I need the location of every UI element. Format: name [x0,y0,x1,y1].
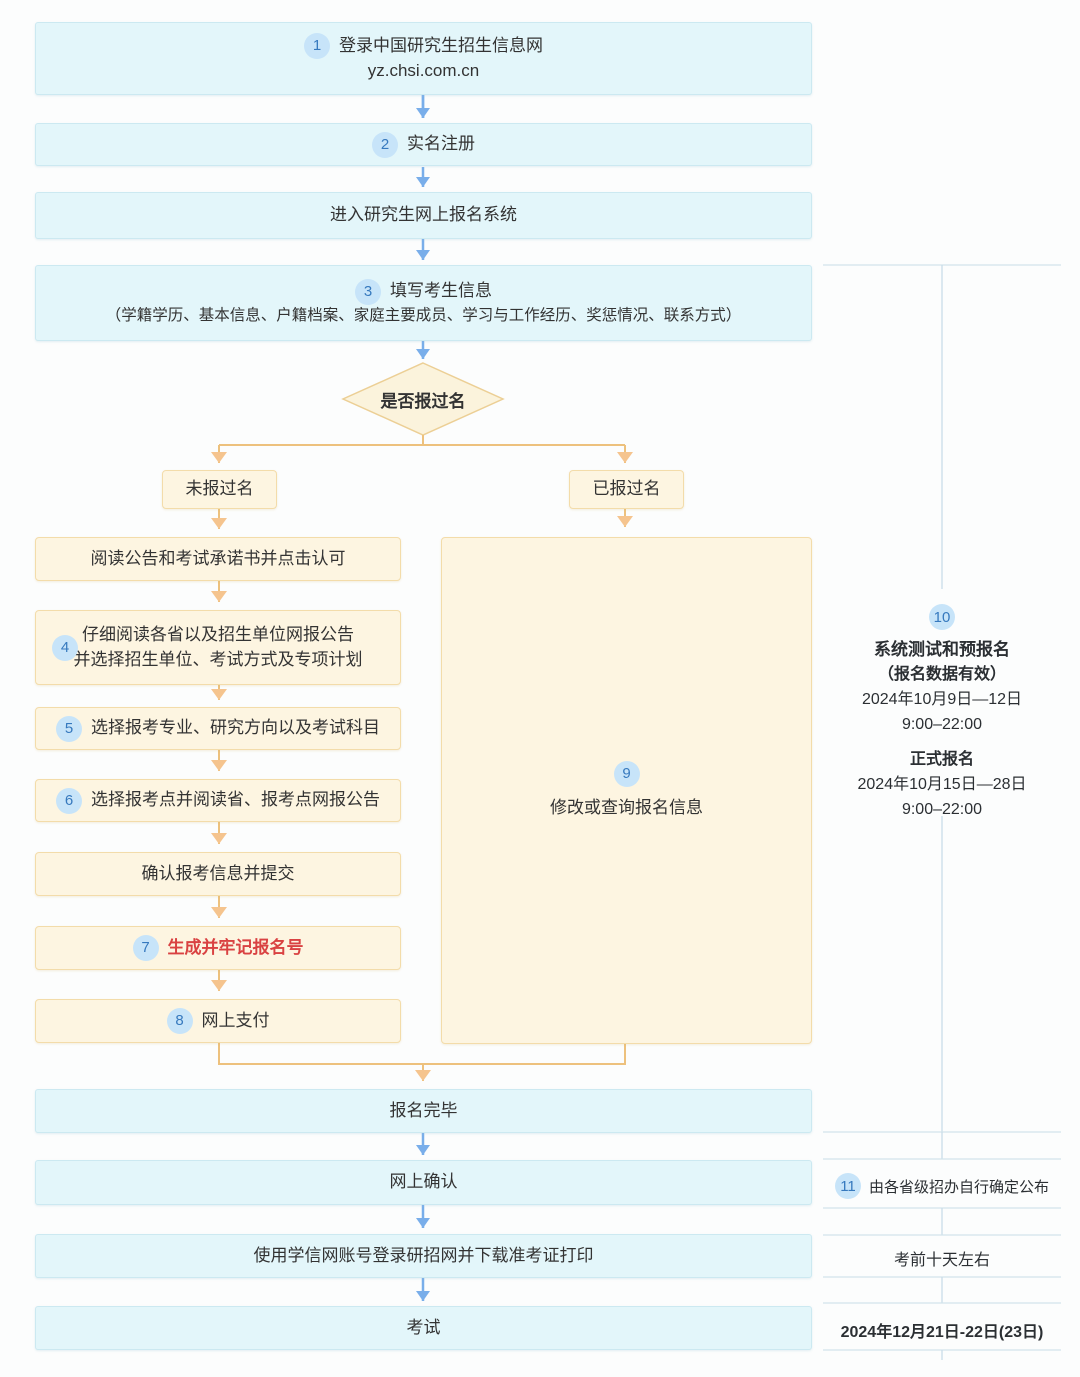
sidebar-step10-formal-date: 2024年10月15日—28日 [857,776,1027,793]
node-choose-major-label: 选择报考专业、研究方向以及考试科目 [91,718,380,738]
sidebar-step11-label: 由各省级招办自行确定公布 [868,1178,1049,1196]
node-login-site: 1 登录中国研究生招生信息网 yz.chsi.com.cn [35,22,812,95]
node-remember-id: 7 生成并牢记报名号 [35,926,401,970]
step-badge-8: 8 [166,1008,193,1034]
sidebar-step10-subtitle: （报名数据有效） [877,666,1006,683]
step-badge-7: 7 [132,935,159,961]
node-fill-info-detail: （学籍学历、基本信息、户籍档案、家庭主要成员、学习与工作经历、奖惩情况、联系方式… [105,306,742,324]
sidebar-exam-date: 2024年12月21日-22日(23日) [840,1324,1044,1341]
decision-registered-before: 是否报过名 [343,363,503,435]
sidebar-step10-title: 系统测试和预报名 [874,640,1010,659]
node-online-confirm: 网上确认 [35,1160,812,1205]
node-exam: 考试 [35,1306,812,1350]
node-online-pay-label: 网上支付 [201,1010,270,1030]
decision-label: 是否报过名 [380,391,466,411]
step-badge-11: 11 [834,1173,861,1199]
sidebar-step10-pre-date: 2024年10月9日—12日 [861,691,1023,708]
node-choose-major: 5 选择报考专业、研究方向以及考试科目 [35,707,401,750]
node-remember-id-label: 生成并牢记报名号 [167,937,304,957]
node-read-notice-label: 阅读公告和考试承诺书并点击认可 [90,548,346,568]
node-download-ticket-label: 使用学信网账号登录研招网并下载准考证打印 [253,1245,594,1265]
node-confirm-submit-label: 确认报考信息并提交 [141,863,295,883]
sidebar-step10-block: 10 系统测试和预报名 （报名数据有效） 2024年10月9日—12日 9:00… [812,604,1072,822]
node-choose-exam-site-label: 选择报考点并阅读省、报考点网报公告 [91,790,380,810]
step-badge-2: 2 [372,131,398,158]
sidebar-step11-row: 11 由各省级招办自行确定公布 [812,1169,1072,1203]
node-fill-info: 3 填写考生信息 （学籍学历、基本信息、户籍档案、家庭主要成员、学习与工作经历、… [35,265,812,341]
node-modify-query-label: 修改或查询报名信息 [550,797,703,817]
step-badge-6: 6 [56,787,82,814]
step-badge-9: 9 [613,760,640,787]
node-enter-system-label: 进入研究生网上报名系统 [330,205,517,225]
node-modify-query: 9 修改或查询报名信息 [441,537,812,1044]
sidebar-step10-pre-time: 9:00–22:00 [901,716,983,733]
node-read-province-notice-line2: 并选择招生单位、考试方式及专项计划 [73,649,363,669]
node-fill-info-label: 填写考生信息 [390,281,492,301]
node-read-notice: 阅读公告和考试承诺书并点击认可 [35,537,401,581]
node-registration-done: 报名完毕 [35,1089,812,1133]
node-exam-label: 考试 [406,1317,441,1337]
step-badge-5: 5 [56,715,82,742]
branch-not-registered-label: 未报过名 [185,479,254,499]
node-registration-done-label: 报名完毕 [389,1100,458,1120]
node-download-ticket: 使用学信网账号登录研招网并下载准考证打印 [35,1234,812,1278]
branch-registered: 已报过名 [569,470,684,509]
step-badge-4: 4 [52,634,78,661]
node-online-confirm-label: 网上确认 [389,1172,458,1192]
sidebar-confirm-time: 考前十天左右 [893,1252,990,1269]
node-enter-system: 进入研究生网上报名系统 [35,192,812,239]
node-real-name-register-label: 实名注册 [407,134,475,154]
branch-registered-label: 已报过名 [592,479,661,499]
step-badge-3: 3 [355,278,381,305]
step-badge-10: 10 [929,604,955,630]
node-choose-exam-site: 6 选择报考点并阅读省、报考点网报公告 [35,779,401,822]
node-real-name-register: 2 实名注册 [35,123,812,166]
step-badge-1: 1 [304,33,330,60]
node-login-site-url: yz.chsi.com.cn [367,61,480,81]
node-online-pay: 8 网上支付 [35,999,401,1043]
node-confirm-submit: 确认报考信息并提交 [35,852,401,896]
sidebar-step10-formal-title: 正式报名 [909,751,974,768]
branch-not-registered: 未报过名 [162,470,277,509]
node-login-site-label: 登录中国研究生招生信息网 [339,35,543,55]
sidebar-step10-formal-time: 9:00–22:00 [901,801,983,818]
node-read-province-notice: 4 仔细阅读各省以及招生单位网报公告 并选择招生单位、考试方式及专项计划 [35,610,401,685]
node-read-province-notice-line1: 仔细阅读各省以及招生单位网报公告 [82,624,354,644]
